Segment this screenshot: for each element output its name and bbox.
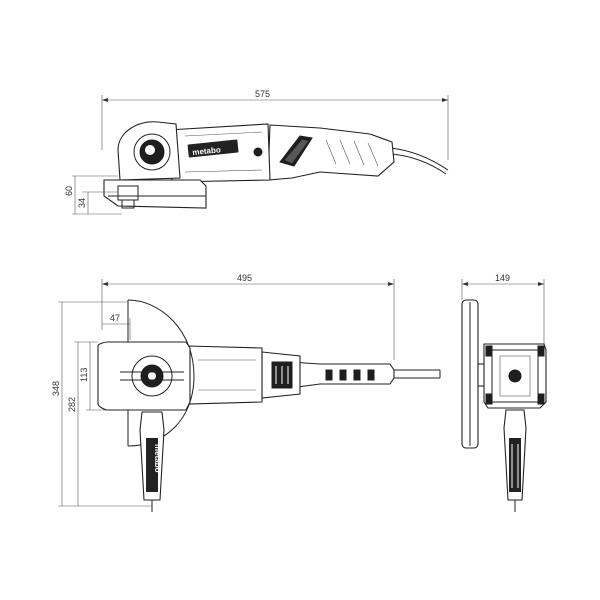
dim-label-113: 113: [79, 368, 89, 382]
dim-label-282: 282: [67, 397, 77, 412]
dim-label-47: 47: [110, 313, 120, 323]
front-view: 149: [461, 273, 547, 512]
dim-label-34: 34: [77, 198, 87, 208]
dim-side-length: 575: [101, 89, 449, 160]
dim-label-149: 149: [495, 273, 510, 283]
dim-label-60: 60: [64, 186, 74, 196]
logo-side: metabo: [187, 139, 239, 158]
cable-side: [389, 147, 449, 171]
logo-text-side: metabo: [192, 145, 221, 157]
motor-housing-top: [187, 345, 263, 405]
top-view: 495 47: [51, 273, 441, 512]
motor-vent-icon: [508, 369, 522, 383]
dim-label-348: 348: [51, 381, 61, 396]
dim-side-heights: 60 34: [64, 175, 122, 215]
guard-side: [103, 179, 207, 209]
dim-front-width: 149: [461, 273, 545, 352]
dim-top-vertical: 348 282 113: [51, 301, 152, 507]
dim-label-495: 495: [237, 273, 252, 283]
screw-icon: [253, 147, 263, 157]
switch-side: [279, 135, 313, 167]
dim-top-length: 495: [101, 273, 395, 360]
logo-text-top: metabo: [153, 444, 162, 473]
dim-label-575: 575: [255, 89, 270, 99]
side-view: 575 metabo: [64, 89, 449, 215]
dim-top-guard: 47: [102, 313, 131, 340]
